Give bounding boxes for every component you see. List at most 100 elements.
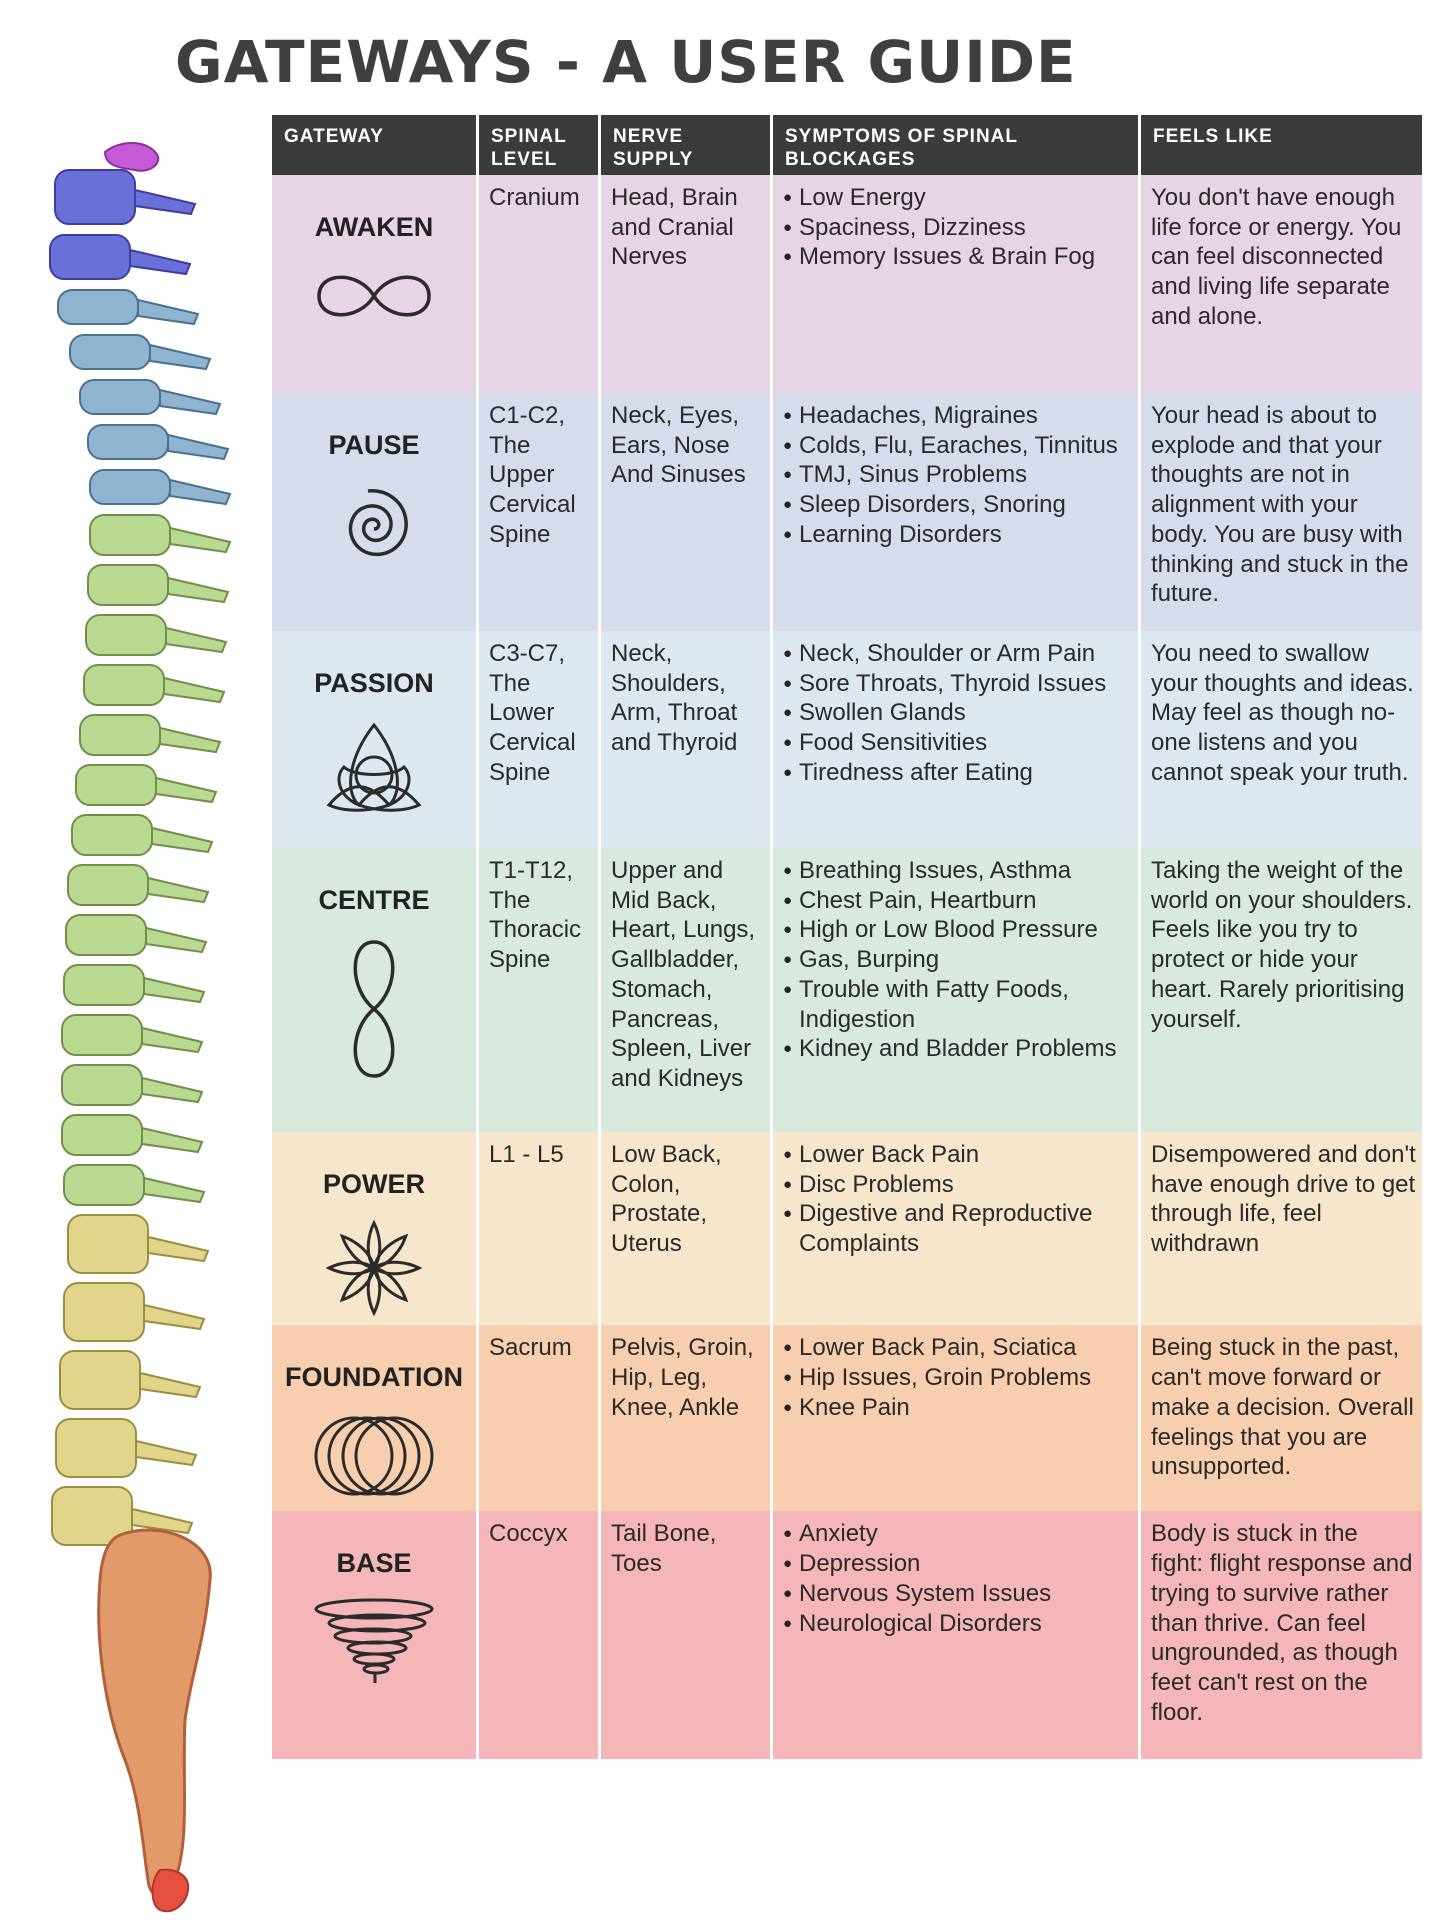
vortex-icon: [272, 1597, 476, 1695]
spinal-level-cell: C1-C2, The Upper Cervical Spine: [476, 393, 598, 631]
symptom-item: Chest Pain, Heartburn: [783, 886, 1132, 916]
vertebra-body: [63, 1164, 145, 1206]
symptoms-cell: Lower Back Pain, SciaticaHip Issues, Gro…: [770, 1325, 1138, 1512]
vertebra-process: [141, 1076, 204, 1104]
symptom-item: Headaches, Migraines: [783, 401, 1132, 431]
symptom-item: Swollen Glands: [783, 698, 1132, 728]
vertebra-process: [131, 1507, 194, 1535]
gateway-cell: BASE: [272, 1511, 476, 1760]
vertebra-body: [54, 169, 136, 225]
vertebra-body: [71, 814, 153, 856]
spinal-level-cell: T1-T12, The Thoracic Spine: [476, 848, 598, 1132]
gateway-row-foundation: FOUNDATION Sacrum Pelvis, Groin, Hip, Le…: [272, 1325, 1422, 1512]
gateway-row-centre: CENTRE T1-T12, The Thoracic Spine Upper …: [272, 848, 1422, 1132]
gateway-name: PAUSE: [328, 430, 420, 460]
symptom-item: Disc Problems: [783, 1170, 1132, 1200]
vertebra-process: [137, 298, 200, 326]
vertebra-process: [167, 576, 230, 604]
symptom-item: Breathing Issues, Asthma: [783, 856, 1132, 886]
coccyx-shape: [151, 1868, 190, 1913]
symptoms-list: Low EnergySpaciness, DizzinessMemory Iss…: [783, 183, 1132, 272]
symptom-item: Low Energy: [783, 183, 1132, 213]
header-spinal-level: SPINAL LEVEL: [476, 115, 598, 175]
infinity-icon: [272, 261, 476, 339]
feels-like-cell: Being stuck in the past, can't move forw…: [1138, 1325, 1422, 1512]
symptoms-list: Lower Back Pain, SciaticaHip Issues, Gro…: [783, 1333, 1132, 1422]
vertebra-process: [163, 676, 226, 704]
symptom-item: Food Sensitivities: [783, 728, 1132, 758]
gateway-cell: POWER: [272, 1132, 476, 1326]
gateway-row-power: POWER L1 - L5 Low Back, Colon, Prostate,…: [272, 1132, 1422, 1326]
symptom-item: Trouble with Fatty Foods, Indigestion: [783, 975, 1132, 1034]
nerve-supply-cell: Tail Bone, Toes: [598, 1511, 770, 1760]
header-gateway: GATEWAY: [272, 115, 476, 175]
vertebra-process: [134, 188, 197, 216]
symptom-item: Sleep Disorders, Snoring: [783, 490, 1132, 520]
vertebra-process: [135, 1439, 198, 1467]
feels-like-cell: Disempowered and don't have enough drive…: [1138, 1132, 1422, 1326]
gateway-row-base: BASE Coccyx Tail Bone, Toes AnxietyDepre…: [272, 1511, 1422, 1760]
gateway-name: CENTRE: [318, 885, 430, 915]
vertebra-body: [55, 1418, 137, 1478]
gateway-name: BASE: [336, 1548, 412, 1579]
header-nerve-supply: NERVE SUPPLY: [598, 115, 770, 175]
vertebra-body: [87, 424, 169, 460]
vertebra-body: [75, 764, 157, 806]
vertebra-body: [57, 289, 139, 325]
symptom-item: Depression: [783, 1549, 1132, 1579]
symptom-item: TMJ, Sinus Problems: [783, 460, 1132, 490]
symptoms-list: Headaches, MigrainesColds, Flu, Earaches…: [783, 401, 1132, 550]
feels-like-cell: Taking the weight of the world on your s…: [1138, 848, 1422, 1132]
triquetra-icon: [272, 717, 476, 825]
gateway-row-awaken: AWAKEN Cranium Head, Brain and Cranial N…: [272, 175, 1422, 393]
vertebra-body: [79, 379, 161, 415]
gateway-name: POWER: [322, 1169, 425, 1199]
vertebra-body: [67, 864, 149, 906]
vertebra-body: [69, 334, 151, 370]
gateway-cell: PAUSE: [272, 393, 476, 631]
spinal-level-cell: C3-C7, The Lower Cervical Spine: [476, 631, 598, 848]
vertebrae-group: [49, 169, 232, 1546]
skull-base-shape: [103, 142, 160, 172]
gateway-name: PASSION: [314, 668, 434, 698]
vertebra-process: [169, 478, 232, 506]
symptoms-cell: Breathing Issues, AsthmaChest Pain, Hear…: [770, 848, 1138, 1132]
vertebra-body: [61, 1114, 143, 1156]
vertebra-process: [165, 626, 228, 654]
symptom-item: Tiredness after Eating: [783, 758, 1132, 788]
gateway-cell: FOUNDATION: [272, 1325, 476, 1512]
symptoms-cell: Lower Back PainDisc ProblemsDigestive an…: [770, 1132, 1138, 1326]
vertebra-process: [129, 248, 192, 276]
vertebra-process: [151, 826, 214, 854]
gateway-cell: AWAKEN: [272, 175, 476, 393]
symptom-item: Digestive and Reproductive Complaints: [783, 1199, 1132, 1258]
nerve-supply-cell: Low Back, Colon, Prostate, Uterus: [598, 1132, 770, 1326]
vertebra-body: [63, 1282, 145, 1342]
vertebra-body: [63, 964, 145, 1006]
symptom-item: Memory Issues & Brain Fog: [783, 242, 1132, 272]
symptom-item: Gas, Burping: [783, 945, 1132, 975]
feels-like-cell: Your head is about to explode and that y…: [1138, 393, 1422, 631]
nerve-supply-cell: Upper and Mid Back, Heart, Lungs, Gallbl…: [598, 848, 770, 1132]
figure-eight-icon: [272, 934, 476, 1092]
symptom-item: Hip Issues, Groin Problems: [783, 1363, 1132, 1393]
header-row: GATEWAY SPINAL LEVEL NERVE SUPPLY SYMPTO…: [272, 115, 1422, 175]
vertebra-body: [85, 614, 167, 656]
gateway-table: GATEWAY SPINAL LEVEL NERVE SUPPLY SYMPTO…: [272, 115, 1422, 1760]
symptom-item: Sore Throats, Thyroid Issues: [783, 669, 1132, 699]
symptom-item: Learning Disorders: [783, 520, 1132, 550]
vertebra-body: [59, 1350, 141, 1410]
vertebra-body: [65, 914, 147, 956]
vertebra-process: [139, 1371, 202, 1399]
symptom-item: Colds, Flu, Earaches, Tinnitus: [783, 431, 1132, 461]
spinal-level-cell: Sacrum: [476, 1325, 598, 1512]
symptoms-list: Breathing Issues, AsthmaChest Pain, Hear…: [783, 856, 1132, 1064]
vertebra-process: [159, 388, 222, 416]
gateway-cell: PASSION: [272, 631, 476, 848]
spinal-level-cell: Cranium: [476, 175, 598, 393]
symptom-item: High or Low Blood Pressure: [783, 915, 1132, 945]
symptoms-list: Neck, Shoulder or Arm PainSore Throats, …: [783, 639, 1132, 788]
symptom-item: Spaciness, Dizziness: [783, 213, 1132, 243]
nerve-supply-cell: Neck, Eyes, Ears, Nose And Sinuses: [598, 393, 770, 631]
symptoms-list: AnxietyDepressionNervous System IssuesNe…: [783, 1519, 1132, 1638]
